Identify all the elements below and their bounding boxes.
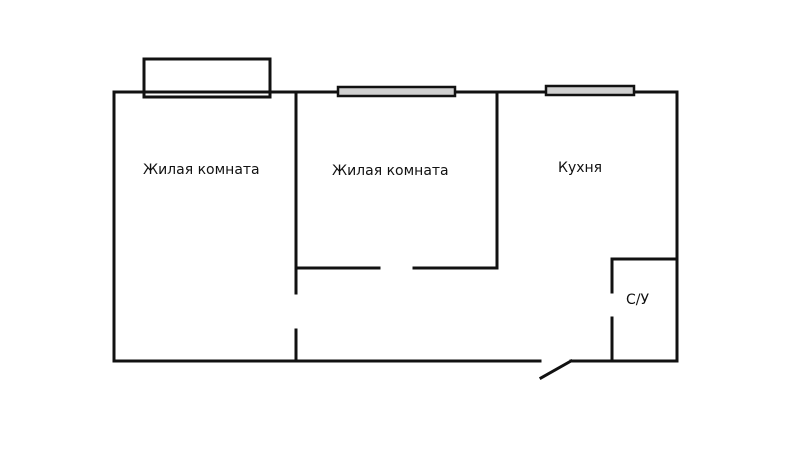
room-label-living-1: Жилая комната (143, 162, 260, 178)
window-room2 (336, 85, 457, 98)
room-label-kitchen: Кухня (558, 160, 603, 176)
room-label-bathroom: С/У (626, 292, 650, 308)
entrance-door (538, 358, 574, 381)
room-label-living-2: Жилая комната (332, 163, 449, 179)
window-kitchen (544, 84, 636, 97)
balcony (142, 57, 272, 99)
